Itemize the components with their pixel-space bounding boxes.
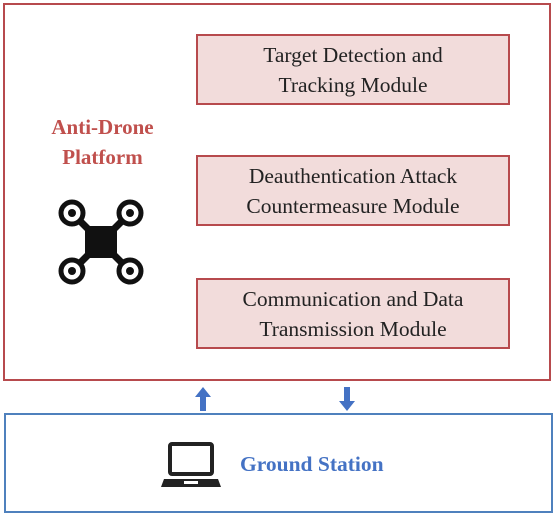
anti-drone-platform-box [3, 3, 551, 381]
target-detection-module: Target Detection and Tracking Module [196, 34, 510, 105]
arrow-up-icon [195, 387, 211, 411]
ground-station-label: Ground Station [240, 452, 384, 476]
communication-transmission-module: Communication and Data Transmission Modu… [196, 278, 510, 349]
deauthentication-countermeasure-module-label: Deauthentication Attack Countermeasure M… [246, 163, 460, 218]
platform-title: Anti-Drone Platform [30, 112, 175, 172]
communication-transmission-module-label: Communication and Data Transmission Modu… [242, 286, 464, 341]
arrow-down-icon [339, 387, 355, 411]
target-detection-module-label: Target Detection and Tracking Module [263, 42, 443, 97]
ground-station-box [4, 413, 553, 513]
laptop-icon [161, 442, 221, 487]
drone-icon [58, 199, 144, 285]
platform-title-text: Anti-Drone Platform [51, 115, 154, 169]
deauthentication-countermeasure-module: Deauthentication Attack Countermeasure M… [196, 155, 510, 226]
